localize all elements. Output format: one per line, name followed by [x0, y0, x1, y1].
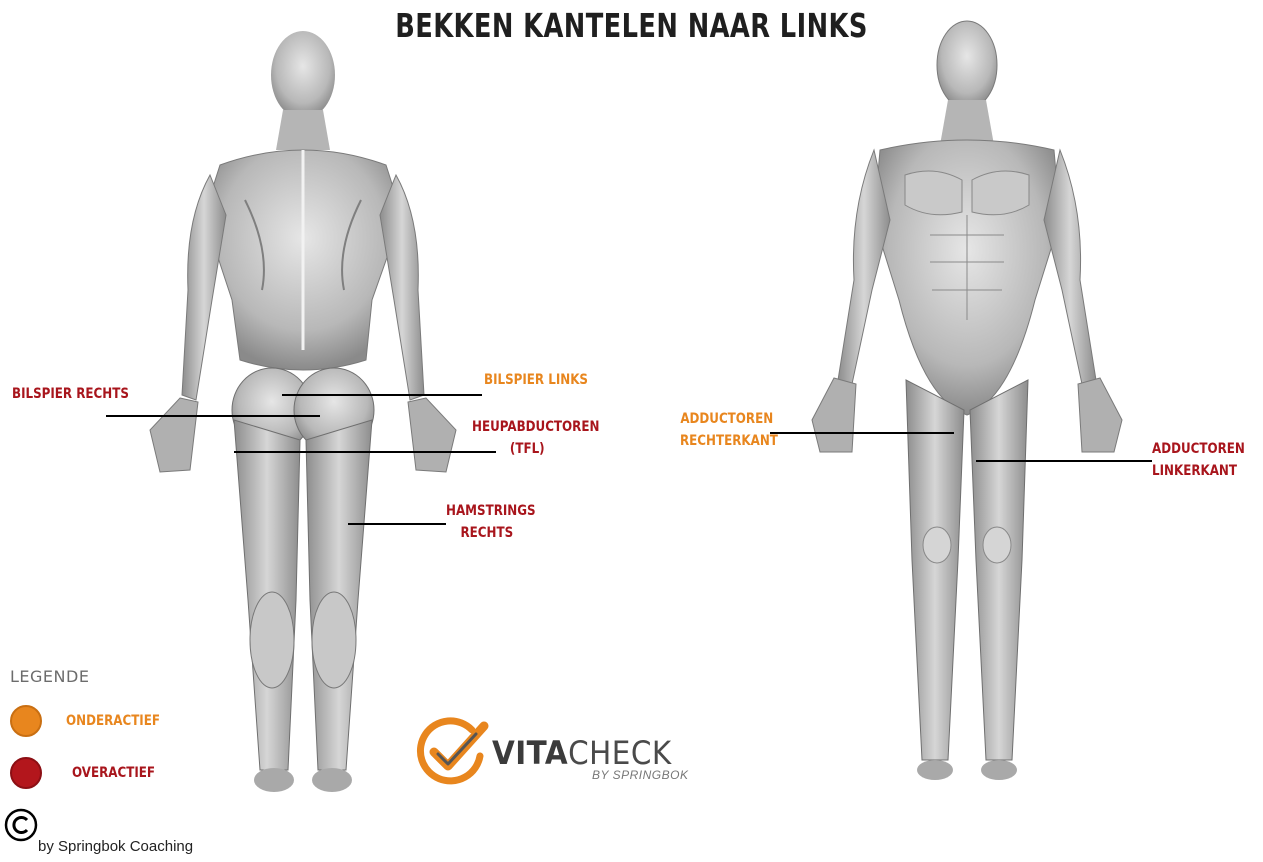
vitacheck-check: CHECK: [568, 734, 671, 772]
label-heupabductoren-line2: (TFL): [472, 438, 583, 460]
label-adductoren-rechterkant-line2: RECHTERKANT: [680, 430, 774, 452]
label-heupabductoren: HEUPABDUCTOREN (TFL): [472, 416, 583, 460]
vitacheck-vita: VITA: [492, 734, 568, 772]
legend-title: LEGENDE: [10, 667, 89, 686]
copyright-icon: [4, 808, 38, 842]
label-heupabductoren-line1: HEUPABDUCTOREN: [472, 416, 583, 438]
legend-overactive-dot: [10, 757, 42, 789]
vitacheck-subtitle: BY SPRINGBOK: [592, 768, 688, 782]
legend-underactive-dot: [10, 705, 42, 737]
legend-underactive-label: ONDERACTIEF: [66, 710, 160, 732]
label-hamstrings: HAMSTRINGS RECHTS: [446, 500, 528, 544]
vitacheck-wordmark: VITACHECK: [492, 734, 672, 772]
label-bilspier-links: BILSPIER LINKS: [484, 369, 588, 391]
label-hamstrings-line2: RECHTS: [446, 522, 528, 544]
label-adductoren-linkerkant-line1: ADDUCTOREN: [1152, 438, 1237, 460]
label-hamstrings-line1: HAMSTRINGS: [446, 500, 528, 522]
legend-overactive-label: OVERACTIEF: [72, 762, 155, 784]
label-adductoren-rechterkant-line1: ADDUCTOREN: [680, 408, 774, 430]
label-bilspier-rechts: BILSPIER RECHTS: [12, 383, 129, 405]
label-adductoren-rechterkant: ADDUCTOREN RECHTERKANT: [680, 408, 774, 452]
credit-text: by Springbok Coaching: [38, 838, 193, 855]
vitacheck-logo-icon: [412, 712, 490, 790]
label-adductoren-linkerkant: ADDUCTOREN LINKERKANT: [1152, 438, 1237, 482]
label-adductoren-linkerkant-line2: LINKERKANT: [1152, 460, 1237, 482]
